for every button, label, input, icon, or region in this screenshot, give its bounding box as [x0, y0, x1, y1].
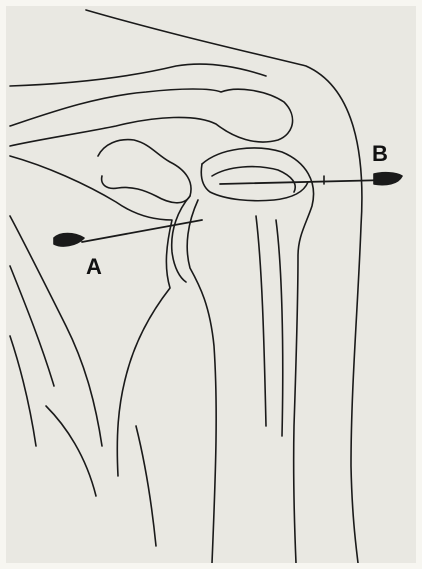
- shoulder-contour: [86, 10, 362, 563]
- scapula-border: [10, 216, 102, 446]
- clavicle: [10, 89, 293, 146]
- bicipital-groove: [256, 216, 266, 426]
- humeral-head: [202, 148, 314, 563]
- coracoid-process: [98, 140, 191, 203]
- shoulder-joint-illustration: [6, 6, 416, 563]
- humerus-shaft-left: [187, 200, 216, 563]
- scapula-body: [10, 156, 172, 476]
- needle-b-hub: [374, 173, 402, 185]
- rib-line-2: [10, 336, 36, 446]
- rib-line-1: [10, 266, 54, 386]
- rib-line-4: [136, 426, 156, 546]
- needle-a-label: A: [86, 256, 102, 278]
- articular-surface: [212, 167, 295, 192]
- needle-a-shaft: [82, 220, 202, 242]
- needle-b-label: B: [372, 143, 388, 165]
- humerus-ridge: [276, 220, 283, 436]
- trapezius-contour: [10, 64, 266, 86]
- needle-a-hub: [54, 234, 84, 247]
- rib-line-3: [46, 406, 96, 496]
